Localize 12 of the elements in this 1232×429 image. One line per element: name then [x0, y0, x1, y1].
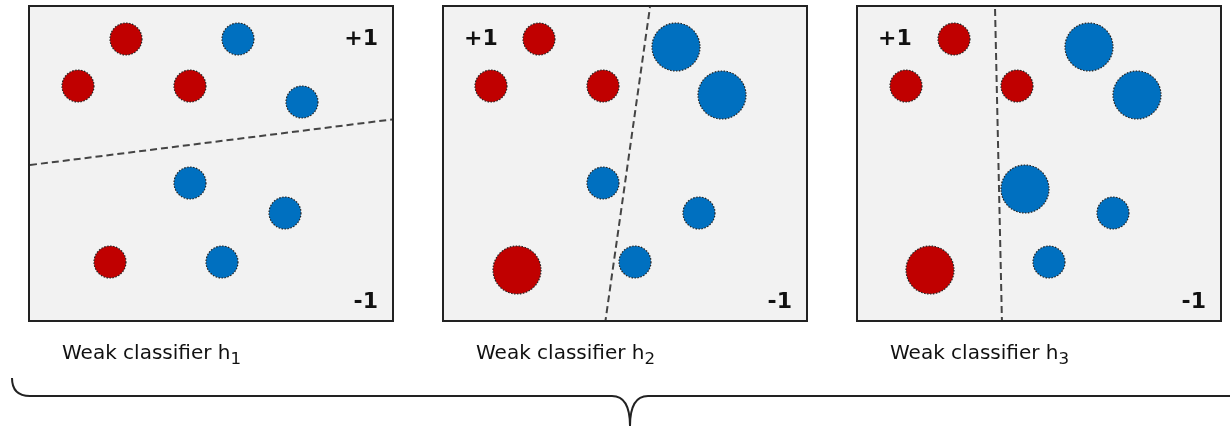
class-label: +1 [344, 27, 378, 49]
class-label: -1 [353, 290, 378, 312]
panel-caption: Weak classifier h$_{3}$ [890, 340, 1070, 368]
class-label: +1 [464, 27, 498, 49]
panel-caption: Weak classifier h$_{2}$ [476, 340, 656, 368]
class-label: +1 [878, 27, 912, 49]
plot-panel [856, 5, 1222, 322]
plot-panel [442, 5, 808, 322]
plot-panel [28, 5, 394, 322]
class-label: -1 [767, 290, 792, 312]
panel-caption: Weak classifier h$_{1}$ [62, 340, 242, 368]
class-label: -1 [1181, 290, 1206, 312]
